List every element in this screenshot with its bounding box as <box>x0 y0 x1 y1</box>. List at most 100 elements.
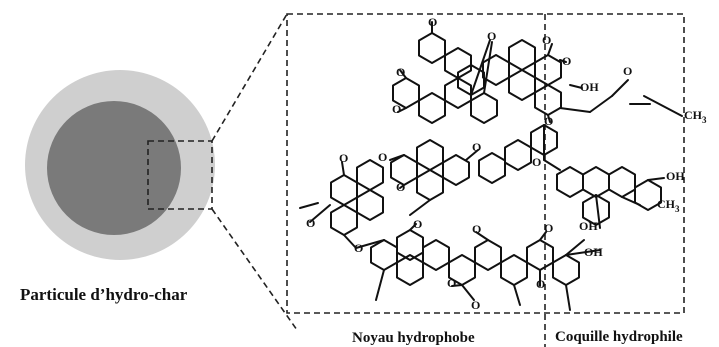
carbonyl-oxygen: O <box>472 222 481 236</box>
bond-network <box>299 21 683 311</box>
particle-label: Particule d’hydro-char <box>20 285 188 304</box>
aromatic-ring <box>356 189 384 221</box>
carbonyl-oxygen: O <box>306 216 315 230</box>
bond <box>547 43 553 56</box>
aromatic-ring <box>418 92 446 124</box>
bond <box>569 84 583 89</box>
ring-oxygen: O <box>544 114 553 128</box>
aromatic-ring <box>416 139 444 171</box>
bond <box>470 39 491 96</box>
hydroxyl-group: OH <box>584 245 603 259</box>
carbonyl-oxygen: O <box>536 277 545 291</box>
ether-oxygen: O <box>487 29 496 43</box>
hydroxyl-group: OH <box>666 169 685 183</box>
bond <box>483 41 493 94</box>
bond <box>565 249 601 256</box>
aromatic-ring <box>478 152 506 184</box>
ring-oxygen: O <box>378 150 387 164</box>
methyl-symbol: CH <box>657 197 676 211</box>
bond <box>309 204 331 223</box>
methyl-subscript: 3 <box>702 115 707 125</box>
hydrochar-particle <box>25 70 215 260</box>
aromatic-ring <box>442 154 470 186</box>
aromatic-ring <box>526 239 554 271</box>
methyl-group: CH3 <box>657 197 680 214</box>
aromatic-ring <box>444 47 472 79</box>
aromatic-ring <box>556 166 584 198</box>
carboxyl-hydroxyl: OH <box>579 219 598 233</box>
bond <box>543 159 561 171</box>
bond <box>565 284 571 311</box>
aromatic-ring <box>608 166 636 198</box>
bond <box>595 194 601 229</box>
particle-core <box>47 101 181 235</box>
bond <box>647 177 665 181</box>
carbonyl-oxygen: O <box>471 298 480 312</box>
aromatic-ring <box>470 92 498 124</box>
aromatic-ring <box>534 54 562 86</box>
zoom-line-top <box>211 13 288 142</box>
hydroxyl-group: OH <box>580 80 599 94</box>
aromatic-ring <box>500 254 528 286</box>
bond <box>399 184 405 189</box>
aromatic-ring <box>416 169 444 201</box>
furan-oxygen: O <box>472 140 481 154</box>
bond <box>397 107 407 113</box>
bond <box>465 149 479 161</box>
aromatic-ring <box>330 174 358 206</box>
aromatic-ring <box>474 239 502 271</box>
ether-oxygen: O <box>532 155 541 169</box>
bond <box>589 95 613 113</box>
aromatic-ring <box>330 204 358 236</box>
bond <box>539 231 547 241</box>
bond <box>621 196 641 206</box>
aromatic-ring <box>482 54 510 86</box>
ether-oxygen: O <box>413 217 422 231</box>
aromatic-ring <box>418 32 446 64</box>
aromatic-ring <box>508 69 536 101</box>
aromatic-ring <box>356 159 384 191</box>
methyl-group: CH3 <box>684 108 707 125</box>
bond <box>409 199 431 216</box>
bond <box>513 284 521 306</box>
aromatic-ring <box>508 39 536 71</box>
methyl-symbol: CH <box>684 108 703 122</box>
bond <box>341 161 345 176</box>
ring-oxygen: O <box>392 102 401 116</box>
zoom-line-bottom <box>211 208 298 331</box>
aromatic-ring <box>504 139 532 171</box>
bond <box>559 59 567 63</box>
bond <box>461 284 475 301</box>
aromatic-ring <box>448 254 476 286</box>
shell-label: Coquille hydrophile <box>555 329 683 345</box>
zoom-source-box <box>147 140 213 210</box>
aromatic-ring <box>552 254 580 286</box>
bond <box>299 202 319 209</box>
carbonyl-oxygen: O <box>428 15 437 29</box>
methyl-subscript: 3 <box>675 204 680 214</box>
bond <box>547 114 551 123</box>
carbonyl-oxygen: O <box>623 64 632 78</box>
carbonyl-oxygen: O <box>339 151 348 165</box>
bond <box>451 284 463 287</box>
bond <box>409 223 417 231</box>
ether-oxygen: O <box>354 241 363 255</box>
carbonyl-oxygen: O <box>562 54 571 68</box>
aromatic-ring <box>422 239 450 271</box>
ring-oxygen: O <box>447 276 456 290</box>
bond <box>565 239 585 256</box>
bond <box>389 154 405 161</box>
carboxyl-oxygen: O <box>544 221 553 235</box>
bond <box>559 107 591 113</box>
core-label: Noyau hydrophobe <box>352 330 475 346</box>
bond <box>399 69 407 79</box>
bond <box>343 234 357 249</box>
bond <box>611 79 629 97</box>
bond <box>355 239 385 249</box>
molecular-structure: O O O O O O OH O O CH3 O O O O O O O O O… <box>299 15 707 312</box>
aromatic-ring <box>534 84 562 116</box>
aromatic-ring <box>582 166 610 198</box>
bond <box>475 231 489 241</box>
aromatic-ring <box>370 239 398 271</box>
